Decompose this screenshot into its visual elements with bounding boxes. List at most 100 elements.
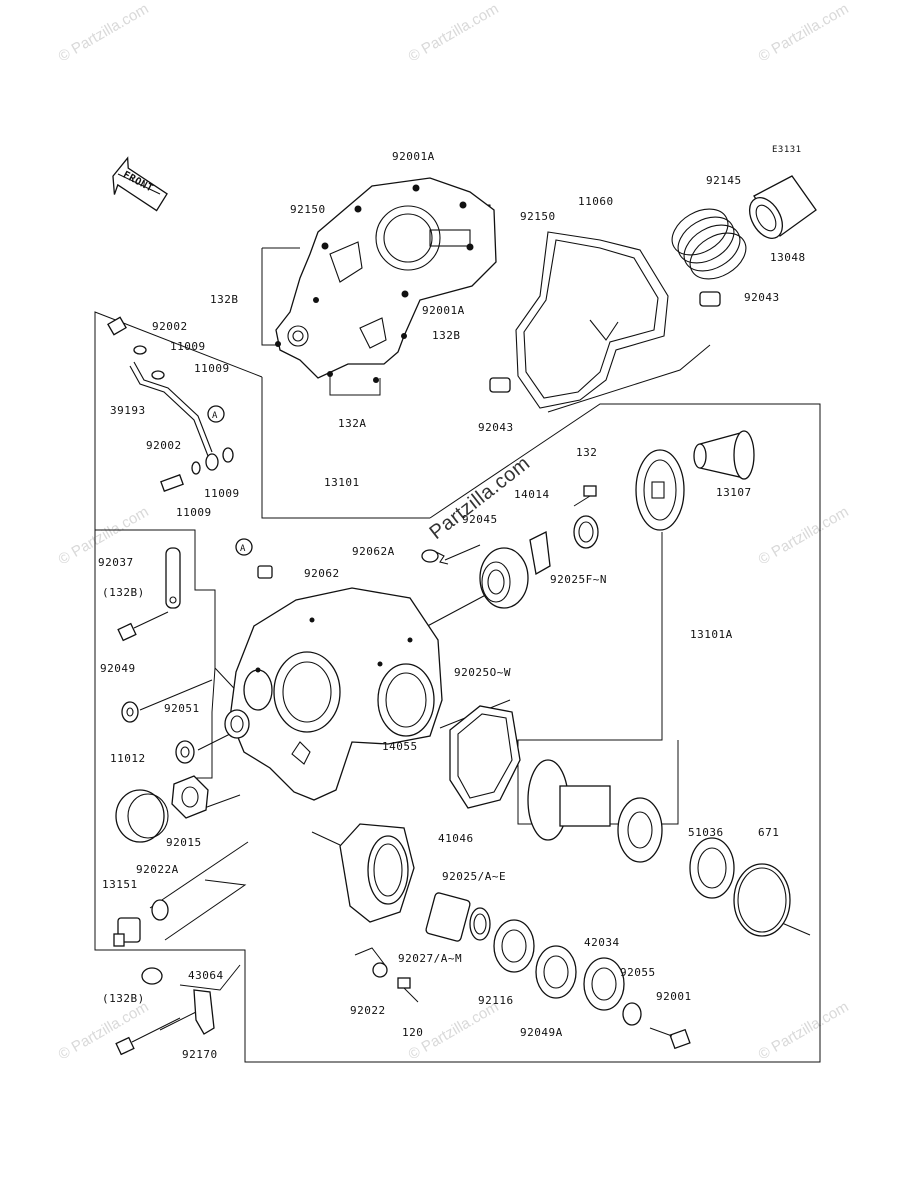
shim-92025a (469, 907, 491, 941)
watermark-bottom-left: © Partzilla.com (56, 998, 152, 1063)
oring-671 (733, 863, 791, 937)
label-11012: 11012 (110, 752, 146, 765)
oring-92022a (151, 899, 169, 921)
ref-marker-a-upper: A (207, 405, 225, 423)
washer-92022 (372, 962, 388, 978)
plug-92062 (257, 565, 273, 579)
bracket-92037 (165, 547, 181, 609)
bearing-92116 (493, 919, 535, 973)
label-132b-right: 132B (432, 329, 461, 342)
label-92055: 92055 (620, 966, 656, 979)
gasket-11060 (515, 231, 669, 409)
label-11009-b: 11009 (194, 362, 230, 375)
label-13101: 13101 (324, 476, 360, 489)
label-92062a: 92062A (352, 545, 395, 558)
housing-41046 (339, 823, 415, 923)
sleeve-92027 (425, 892, 471, 942)
coupling-42034 (583, 957, 625, 1011)
guide-lines (94, 204, 821, 1063)
label-132b-paren-a: (132B) (102, 586, 145, 599)
label-920250: 92025O~W (454, 666, 511, 679)
label-92150-right: 92150 (520, 210, 556, 223)
label-120: 120 (402, 1026, 423, 1039)
label-92002-top: 92002 (152, 320, 188, 333)
label-14055: 14055 (382, 740, 418, 753)
label-41046: 41046 (438, 832, 474, 845)
label-92043-left: 92043 (478, 421, 514, 434)
label-11060: 11060 (578, 195, 614, 208)
label-92116: 92116 (478, 994, 514, 1007)
label-671: 671 (758, 826, 779, 839)
diagram-code: E3131 (772, 145, 802, 155)
bearing-92049a (535, 945, 577, 999)
bearing-92045 (479, 547, 529, 609)
label-92170: 92170 (182, 1048, 218, 1061)
gear-13101a (635, 449, 685, 531)
dowel-92043-right (699, 291, 721, 307)
label-11009-d: 11009 (176, 506, 212, 519)
label-13107: 13107 (716, 486, 752, 499)
ref-marker-a-upper-text: A (212, 411, 218, 421)
label-13101a: 13101A (690, 628, 733, 641)
dowel-92043-left (489, 377, 511, 393)
bolt-132b-a (117, 611, 169, 642)
watermark-bottom-right: © Partzilla.com (756, 998, 852, 1063)
clamp-92170 (193, 989, 215, 1035)
label-92002-bot: 92002 (146, 439, 182, 452)
seal-92051 (224, 709, 250, 739)
label-92051: 92051 (164, 702, 200, 715)
label-92150-left: 92150 (290, 203, 326, 216)
cap-43064 (141, 967, 163, 985)
watermark-top-center: © Partzilla.com (406, 0, 502, 65)
oring-92055 (622, 1002, 642, 1026)
watermark-top-right: © Partzilla.com (756, 0, 852, 65)
label-43064: 43064 (188, 969, 224, 982)
plate-14014 (529, 531, 551, 576)
part-labels: 92001A 92150 92150 132B 92001A 132B 132A… (98, 150, 806, 1061)
label-92001: 92001 (656, 990, 692, 1003)
bolt-132 (573, 485, 597, 507)
gasket-920250 (449, 705, 521, 809)
sensor-13151 (113, 917, 141, 947)
label-13151: 13151 (102, 878, 138, 891)
label-92022a: 92022A (136, 863, 179, 876)
nut-92015 (171, 775, 209, 819)
label-92027: 92027/A~M (398, 952, 462, 965)
bolt-132b-b (115, 1017, 181, 1056)
collar-13048 (748, 175, 817, 239)
pinion-assembly-13101a (527, 759, 663, 863)
label-92145: 92145 (706, 174, 742, 187)
oil-line-39193 (107, 316, 234, 492)
ref-marker-a-lower-text: A (240, 544, 246, 554)
label-11009-a: 11009 (170, 340, 206, 353)
spring-92062a (421, 549, 449, 565)
label-92045: 92045 (462, 513, 498, 526)
housing-14055 (229, 587, 443, 801)
ref-marker-a-lower: A (235, 538, 253, 556)
seal-51036 (689, 837, 735, 899)
label-92025a: 92025/A~E (442, 870, 506, 883)
label-92025f: 92025F~N (550, 573, 607, 586)
cover-132b (275, 177, 497, 383)
watermark-mid-right: © Partzilla.com (756, 503, 852, 568)
label-92001a-mid: 92001A (422, 304, 465, 317)
label-92001a-top: 92001A (392, 150, 435, 163)
shim-92025f (573, 515, 599, 549)
watermark-top-left: © Partzilla.com (56, 0, 152, 65)
label-92037: 92037 (98, 556, 134, 569)
label-42034: 42034 (584, 936, 620, 949)
label-51036: 51036 (688, 826, 724, 839)
label-13048: 13048 (770, 251, 806, 264)
label-92015: 92015 (166, 836, 202, 849)
cap-11012 (115, 789, 169, 843)
label-11009-c: 11009 (204, 487, 240, 500)
label-132b-left: 132B (210, 293, 239, 306)
label-132: 132 (576, 446, 597, 459)
bolt-92001 (649, 1027, 691, 1050)
label-39193: 39193 (110, 404, 146, 417)
label-132b-paren-b: (132B) (102, 992, 145, 1005)
label-14014: 14014 (514, 488, 550, 501)
label-92062: 92062 (304, 567, 340, 580)
bolt-120 (397, 977, 419, 1003)
